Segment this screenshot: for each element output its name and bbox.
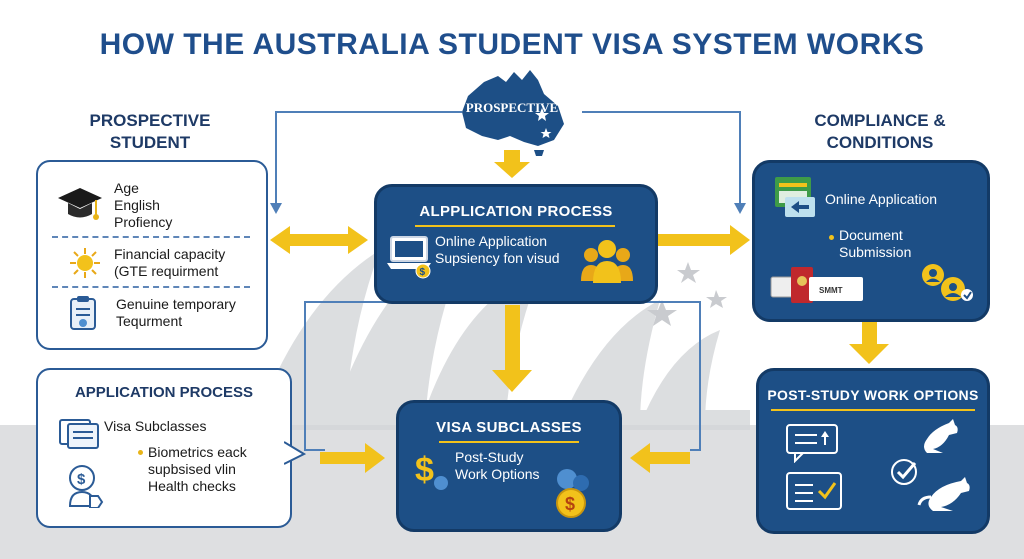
application-process-center-card: ALPPLICATION PROCESS $ Online Applicatio… xyxy=(374,184,658,304)
center-app-line1: Online Application xyxy=(435,233,548,249)
prospective-student-card: Age English Profiency Financial capacity… xyxy=(36,160,268,350)
online-form-icon xyxy=(775,177,815,217)
application-process-heading: APPLICATION PROCESS xyxy=(74,384,254,401)
documents-icon xyxy=(59,419,99,449)
compliance-card: Online Application Document Submission S… xyxy=(752,160,990,322)
compliance-item-document-line1: Document xyxy=(839,227,903,243)
center-app-line2: Supsiency fon visud xyxy=(435,250,560,266)
page-title: HOW THE AUSTRALIA STUDENT VISA SYSTEM WO… xyxy=(99,28,925,61)
prospective-student-label: PROSPECTIVE STUDENT xyxy=(60,110,240,154)
map-label: PROSPECTIVE xyxy=(465,100,559,115)
item-genuine-line1: Genuine temporary xyxy=(116,296,236,312)
divider xyxy=(52,236,250,238)
svg-text:$: $ xyxy=(415,451,434,489)
application-process-center-heading: ALPPLICATION PROCESS xyxy=(419,203,613,220)
item-age-proficiency: Age English Profiency xyxy=(114,180,172,231)
item-age-line1: Age xyxy=(114,180,139,196)
divider xyxy=(52,286,250,288)
item-genuine-temporary: Genuine temporary Tequrment xyxy=(116,296,236,330)
australia-map-icon xyxy=(462,70,564,156)
item-visa-subclasses: Visa Subclasses xyxy=(104,418,207,434)
people-group-icon xyxy=(581,240,633,283)
bullet-dot xyxy=(138,450,143,455)
item-biometrics: Biometrics eack supbsised vlin Health ch… xyxy=(148,444,247,495)
visa-subclasses-line1: Post-Study xyxy=(455,449,524,465)
svg-text:$: $ xyxy=(565,494,575,514)
bullet-dot xyxy=(829,235,834,240)
item-financial-line1: Financial capacity xyxy=(114,246,226,262)
passport-text: SMMT xyxy=(819,286,843,295)
clipboard-icon xyxy=(70,296,96,330)
laptop-icon: $ xyxy=(387,236,431,279)
speech-bubble-tail xyxy=(284,441,306,465)
visa-subclasses-text: Post-Study Work Options xyxy=(455,449,540,483)
prospective-student-label-line2: STUDENT xyxy=(109,133,191,152)
item-biometrics-line2: supbsised vlin xyxy=(148,461,236,477)
kangaroo-icon xyxy=(917,477,970,511)
heading-underline xyxy=(415,225,615,227)
compliance-label-line2: CONDITIONS xyxy=(826,133,934,152)
item-biometrics-line1: Biometrics eack xyxy=(148,444,247,460)
sun-coin-icon xyxy=(70,248,100,278)
coins-icon: $ xyxy=(556,469,589,518)
visa-subclasses-line2: Work Options xyxy=(455,466,540,482)
biometrics-person-icon: $ xyxy=(68,465,104,508)
item-age-line3: Profiency xyxy=(114,214,173,230)
item-genuine-line2: Tequrment xyxy=(116,313,183,329)
compliance-label-line1: COMPLIANCE & xyxy=(814,111,946,130)
item-financial-line2: (GTE requirment xyxy=(114,263,219,279)
person-network-icon xyxy=(922,264,973,301)
item-financial-capacity: Financial capacity (GTE requirment xyxy=(114,246,225,280)
passport-icon: SMMT xyxy=(770,267,863,303)
visa-subclasses-card: VISA SUBCLASSES $ Post-Study Work Option… xyxy=(396,400,622,532)
kangaroo-icon xyxy=(924,419,958,453)
checklist-icon xyxy=(786,472,842,510)
svg-text:$: $ xyxy=(77,471,86,488)
compliance-item-document: Document Submission xyxy=(839,227,911,261)
heading-underline xyxy=(439,441,579,443)
svg-text:$: $ xyxy=(420,267,426,278)
heading-underline xyxy=(771,409,975,411)
compliance-label: COMPLIANCE & CONDITIONS xyxy=(780,110,980,154)
post-study-card: POST-STUDY WORK OPTIONS xyxy=(756,368,990,534)
compliance-item-document-line2: Submission xyxy=(839,244,912,260)
item-age-line2: English xyxy=(114,197,160,213)
graduation-cap-icon xyxy=(58,188,102,220)
center-app-text: Online Application Supsiency fon visud xyxy=(435,233,560,267)
post-study-heading: POST-STUDY WORK OPTIONS xyxy=(767,387,979,403)
visa-subclasses-heading: VISA SUBCLASSES xyxy=(436,419,582,436)
compliance-item-online: Online Application xyxy=(825,191,938,207)
check-circle-icon xyxy=(891,459,917,485)
application-process-card: APPLICATION PROCESS Visa Subclasses $ Bi… xyxy=(36,368,292,528)
prospective-student-label-line1: PROSPECTIVE xyxy=(89,111,211,130)
item-biometrics-line3: Health checks xyxy=(148,478,236,494)
dollar-icon: $ xyxy=(415,451,448,490)
chat-document-icon xyxy=(786,424,838,463)
